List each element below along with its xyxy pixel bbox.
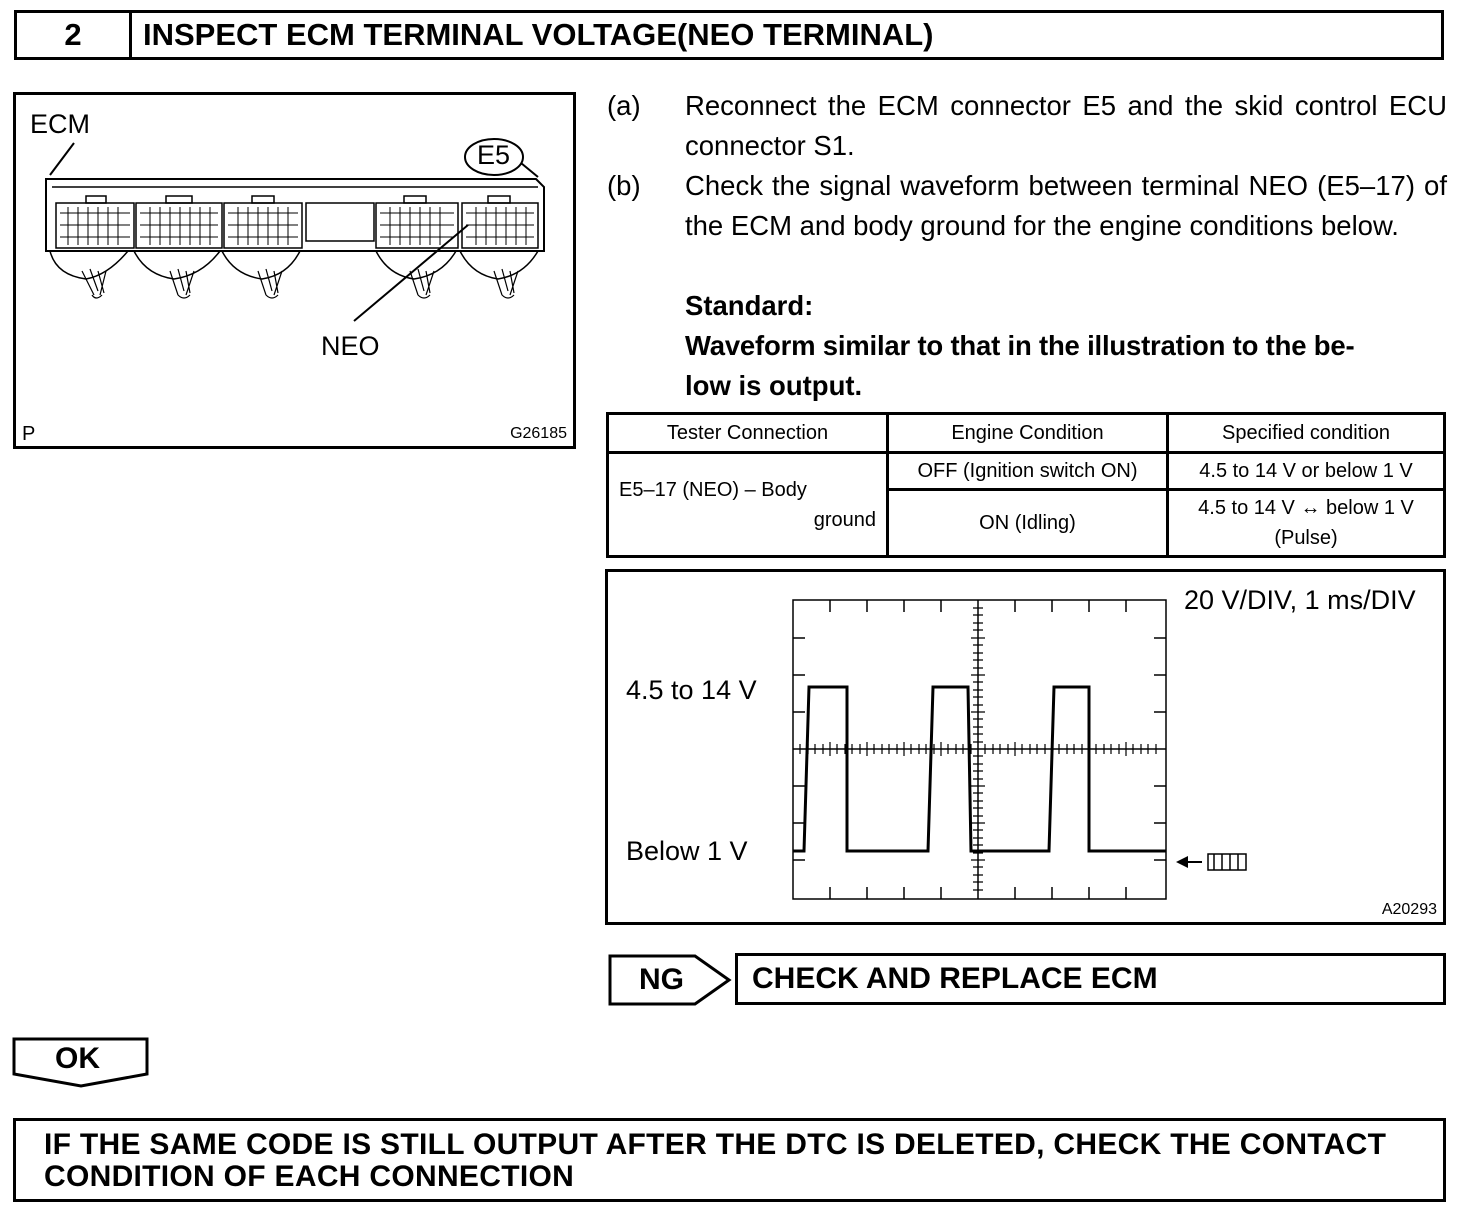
table-header: Specified condition <box>1166 412 1446 454</box>
condition-cell: ON (Idling) <box>886 488 1169 558</box>
step-title: INSPECT ECM TERMINAL VOLTAGE(NEO TERMINA… <box>143 17 934 52</box>
ecm-connector-figure: ECM E5 NEO P G26185 <box>13 92 576 449</box>
connector-label: E5 <box>477 140 511 170</box>
low-level-label: Below 1 V <box>626 836 748 866</box>
scale-label: 20 V/DIV, 1 ms/DIV <box>1184 585 1416 615</box>
waveform-figure: 4.5 to 14 V Below 1 V 20 V/DIV, 1 ms/DIV… <box>605 569 1446 925</box>
standard-text-line1: Waveform similar to that in the illustra… <box>685 330 1355 361</box>
instruction-text: Reconnect the ECM connector E5 and the s… <box>685 90 1447 161</box>
standard-heading: Standard: <box>685 290 814 321</box>
ecm-label: ECM <box>30 109 90 139</box>
spec-table: Tester Connection Engine Condition Speci… <box>606 412 1446 558</box>
instructions: (a) Reconnect the ECM connector E5 and t… <box>607 86 1447 406</box>
step-number: 2 <box>17 13 132 57</box>
table-header: Tester Connection <box>606 412 889 454</box>
condition-cell: OFF (Ignition switch ON) <box>886 451 1169 491</box>
connection-line1: E5–17 (NEO) – Body <box>619 478 807 501</box>
figure-code: G26185 <box>510 425 567 442</box>
spec-line1: 4.5 to 14 V ↔ below 1 V <box>1198 497 1414 519</box>
ok-arrow-shape <box>12 1037 149 1088</box>
ng-label: NG <box>639 963 684 996</box>
final-line2: CONDITION OF EACH CONNECTION <box>44 1160 575 1193</box>
instruction-label: (a) <box>607 90 641 121</box>
spec-line2: (Pulse) <box>1274 527 1338 549</box>
ng-action-text: CHECK AND REPLACE ECM <box>752 962 1158 995</box>
final-instruction-box: IF THE SAME CODE IS STILL OUTPUT AFTER T… <box>13 1118 1446 1202</box>
spec-cell: 4.5 to 14 V ↔ below 1 V (Pulse) <box>1166 488 1446 558</box>
spec-cell: 4.5 to 14 V or below 1 V <box>1166 451 1446 491</box>
table-header: Engine Condition <box>886 412 1169 454</box>
corner-mark: P <box>22 423 36 445</box>
ng-arrow-shape <box>608 954 732 1006</box>
instruction-label: (b) <box>607 170 641 201</box>
ok-label: OK <box>55 1042 100 1075</box>
step-header: 2 INSPECT ECM TERMINAL VOLTAGE(NEO TERMI… <box>14 10 1444 60</box>
connection-line2: ground <box>813 508 876 531</box>
ecm-connector-illustration <box>45 138 545 322</box>
terminal-label: NEO <box>321 331 380 361</box>
tester-connection-cell: E5–17 (NEO) – Body ground <box>606 451 889 558</box>
standard-text-line2: low is output. <box>685 370 863 401</box>
ground-marker <box>1176 853 1247 871</box>
waveform-oscilloscope <box>792 599 1247 900</box>
final-line1: IF THE SAME CODE IS STILL OUTPUT AFTER T… <box>44 1128 1387 1161</box>
waveform-figure-code: A20293 <box>1381 901 1437 918</box>
instruction-text: Check the signal waveform between termin… <box>685 170 1447 241</box>
ng-action-box: CHECK AND REPLACE ECM <box>735 953 1446 1005</box>
high-level-label: 4.5 to 14 V <box>626 675 757 705</box>
